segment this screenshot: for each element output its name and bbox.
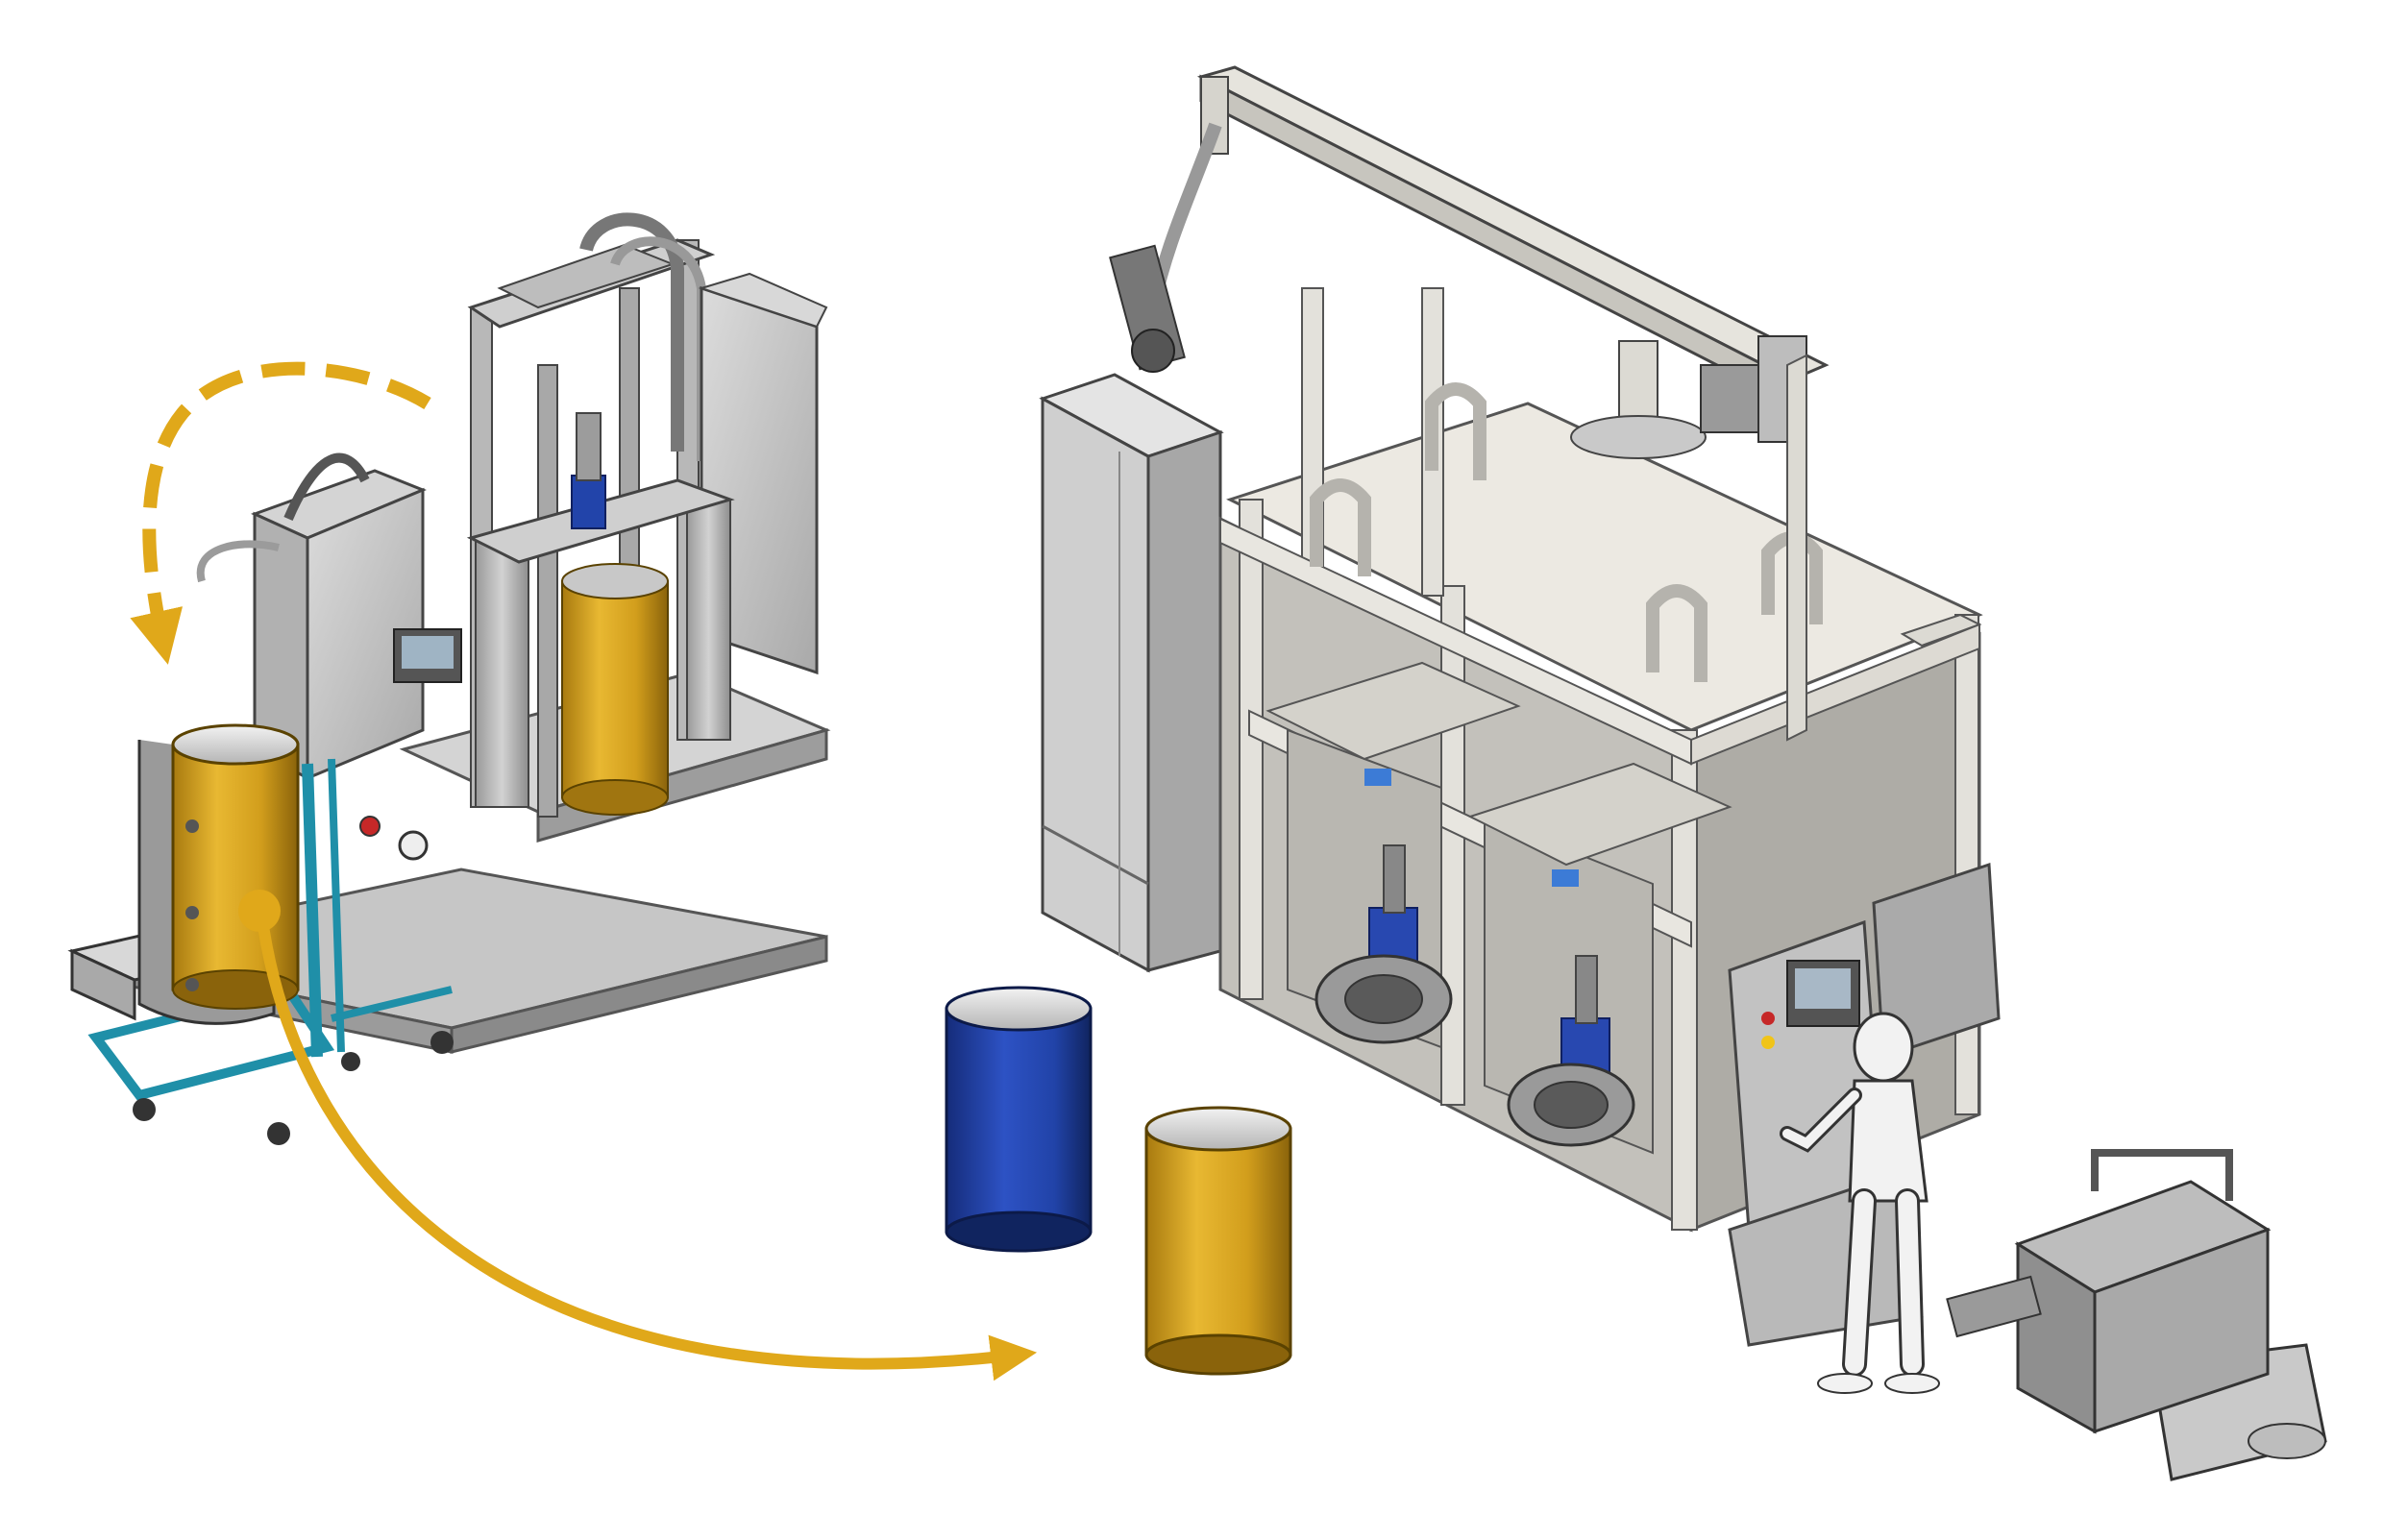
curved-arrow-icon: [238, 890, 1038, 1381]
open-drum-yellow-icon: [1144, 1106, 1292, 1376]
automated-drum-processing-machine-icon: [1039, 65, 2001, 1347]
cart-drum-yellow: [171, 723, 300, 1010]
drum-dispensing-station-icon: [67, 212, 831, 1145]
open-drum-blue-icon: [945, 986, 1093, 1253]
transport-cart-icon: [1946, 1149, 2327, 1481]
dashed-curved-arrow-icon: [130, 361, 431, 665]
operator-figure-icon: [1780, 1012, 1940, 1394]
press-drum-yellow: [561, 563, 669, 816]
